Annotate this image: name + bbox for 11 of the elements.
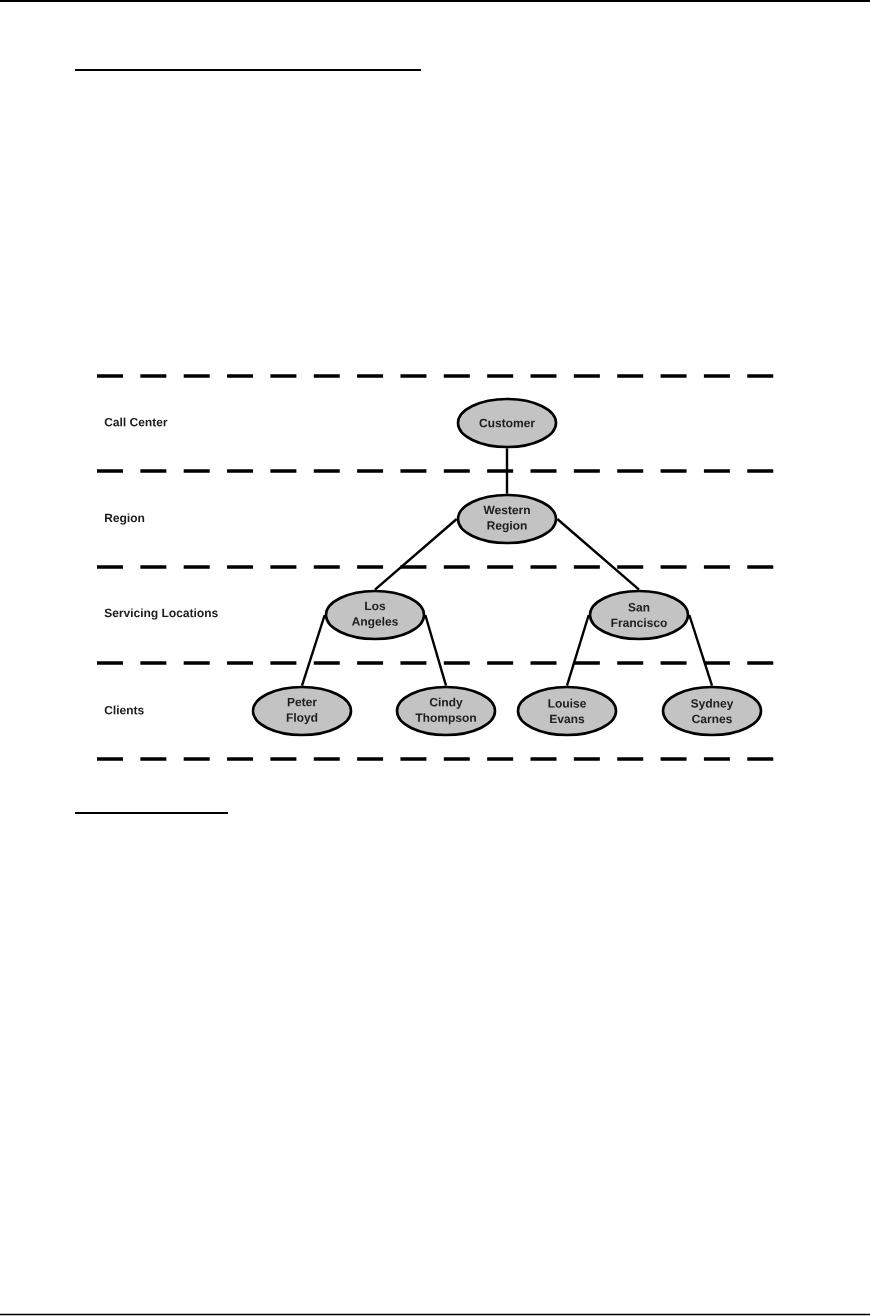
connector-line [374,518,458,591]
connector-line [424,614,448,687]
band-label: Clients [104,705,144,715]
connector-line [300,614,326,687]
connector-line [505,448,509,494]
connector-line [565,614,590,687]
band-label: Call Center [104,417,168,427]
connector-line [556,518,640,591]
connector-line [688,614,714,687]
band-label: Servicing Locations [104,608,218,620]
band-label: Region [105,513,145,525]
